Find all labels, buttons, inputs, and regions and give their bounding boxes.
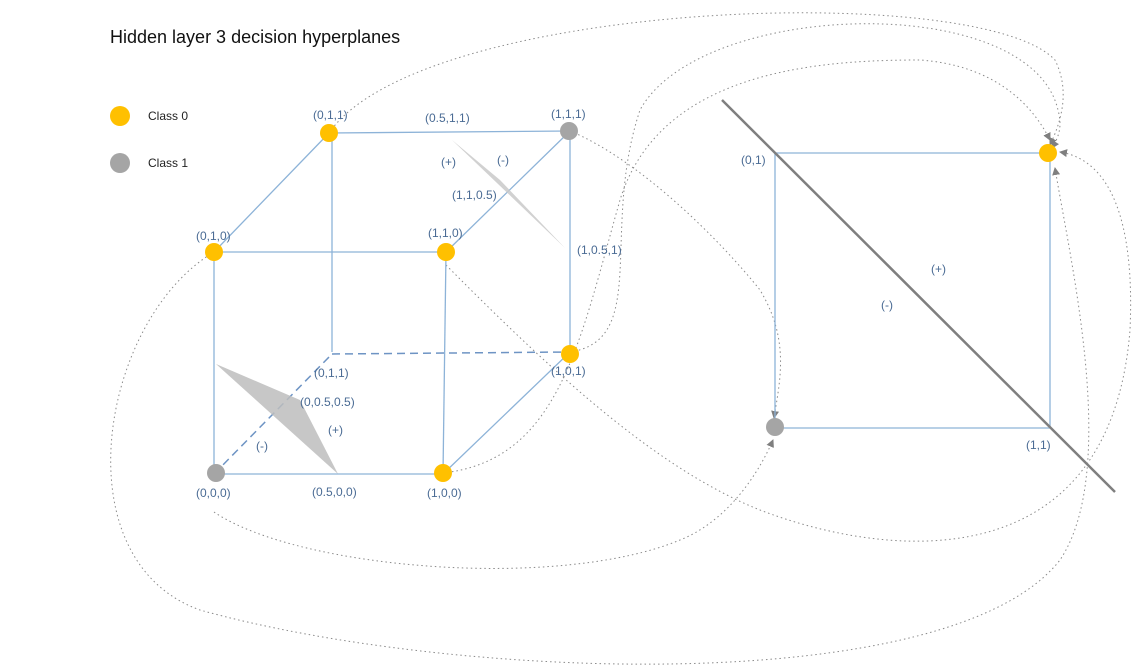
label-point-0-05-05: (0,0.5,0.5) <box>300 395 355 409</box>
legend-class0-label: Class 0 <box>148 109 189 123</box>
label-vertex-001: (0,1,1) <box>314 366 349 380</box>
vertex-dot-010 <box>205 243 223 261</box>
square-decision-line <box>721 99 1116 493</box>
square-dot-class0 <box>1039 144 1057 162</box>
vertex-dot-101 <box>561 345 579 363</box>
square-dot-class1 <box>766 418 784 436</box>
square-edges <box>774 152 1051 429</box>
curve-101-to-square <box>569 23 1061 353</box>
cube-edges <box>213 130 571 475</box>
cube-edge-back-bottom-hidden <box>331 351 571 355</box>
label-sign-bottom-minus: (-) <box>256 439 268 453</box>
cube-edge-back-top <box>328 130 571 134</box>
mapping-curves <box>110 12 1132 665</box>
vertex-dot-011 <box>320 124 338 142</box>
cube-edge-front-right <box>442 251 447 475</box>
label-square-01: (0,1) <box>741 153 766 167</box>
label-square-11: (1,1) <box>1026 438 1051 452</box>
label-vertex-000: (0,0,0) <box>196 486 231 500</box>
vertex-dot-111 <box>560 122 578 140</box>
hyperplane-slice-top <box>452 140 565 248</box>
diagram-title: Hidden layer 3 decision hyperplanes <box>110 27 401 47</box>
hyperplane-slice-bottom <box>216 364 338 474</box>
label-vertex-111: (1,1,1) <box>551 107 586 121</box>
curve-000-to-class1 <box>213 439 774 569</box>
label-point-05-0-0: (0.5,0,0) <box>312 485 357 499</box>
label-square-plus: (+) <box>931 262 946 276</box>
vertex-dot-100 <box>434 464 452 482</box>
legend-class1-label: Class 1 <box>148 156 189 170</box>
vertex-dot-000 <box>207 464 225 482</box>
label-point-1-05-1: (1,0.5,1) <box>577 243 622 257</box>
legend-class0-marker <box>110 106 130 126</box>
label-point-1-1-05: (1,1,0.5) <box>452 188 497 202</box>
cube-edge-bottom-right <box>442 351 571 475</box>
vertex-dot-110 <box>437 243 455 261</box>
curve-111-to-class1 <box>569 130 781 419</box>
legend-class1-marker <box>110 153 130 173</box>
label-sign-top-minus: (-) <box>497 153 509 167</box>
cube-hidden-edges <box>213 351 571 475</box>
label-vertex-101: (1,0,1) <box>551 364 586 378</box>
curve-100-to-square <box>442 59 1051 474</box>
curve-010-to-square <box>110 167 1090 665</box>
label-vertex-110: (1,1,0) <box>428 226 463 240</box>
label-sign-bottom-plus: (+) <box>328 423 343 437</box>
curve-011-to-square <box>328 12 1064 146</box>
label-vertex-010: (0,1,0) <box>196 229 231 243</box>
curve-110-to-square <box>445 149 1132 542</box>
label-sign-top-plus: (+) <box>441 155 456 169</box>
label-square-minus: (-) <box>881 298 893 312</box>
label-vertex-100: (1,0,0) <box>427 486 462 500</box>
label-point-05-1-1: (0.5,1,1) <box>425 111 470 125</box>
label-vertex-011-top: (0,1,1) <box>313 108 348 122</box>
cube-edge-top-left <box>213 132 330 253</box>
